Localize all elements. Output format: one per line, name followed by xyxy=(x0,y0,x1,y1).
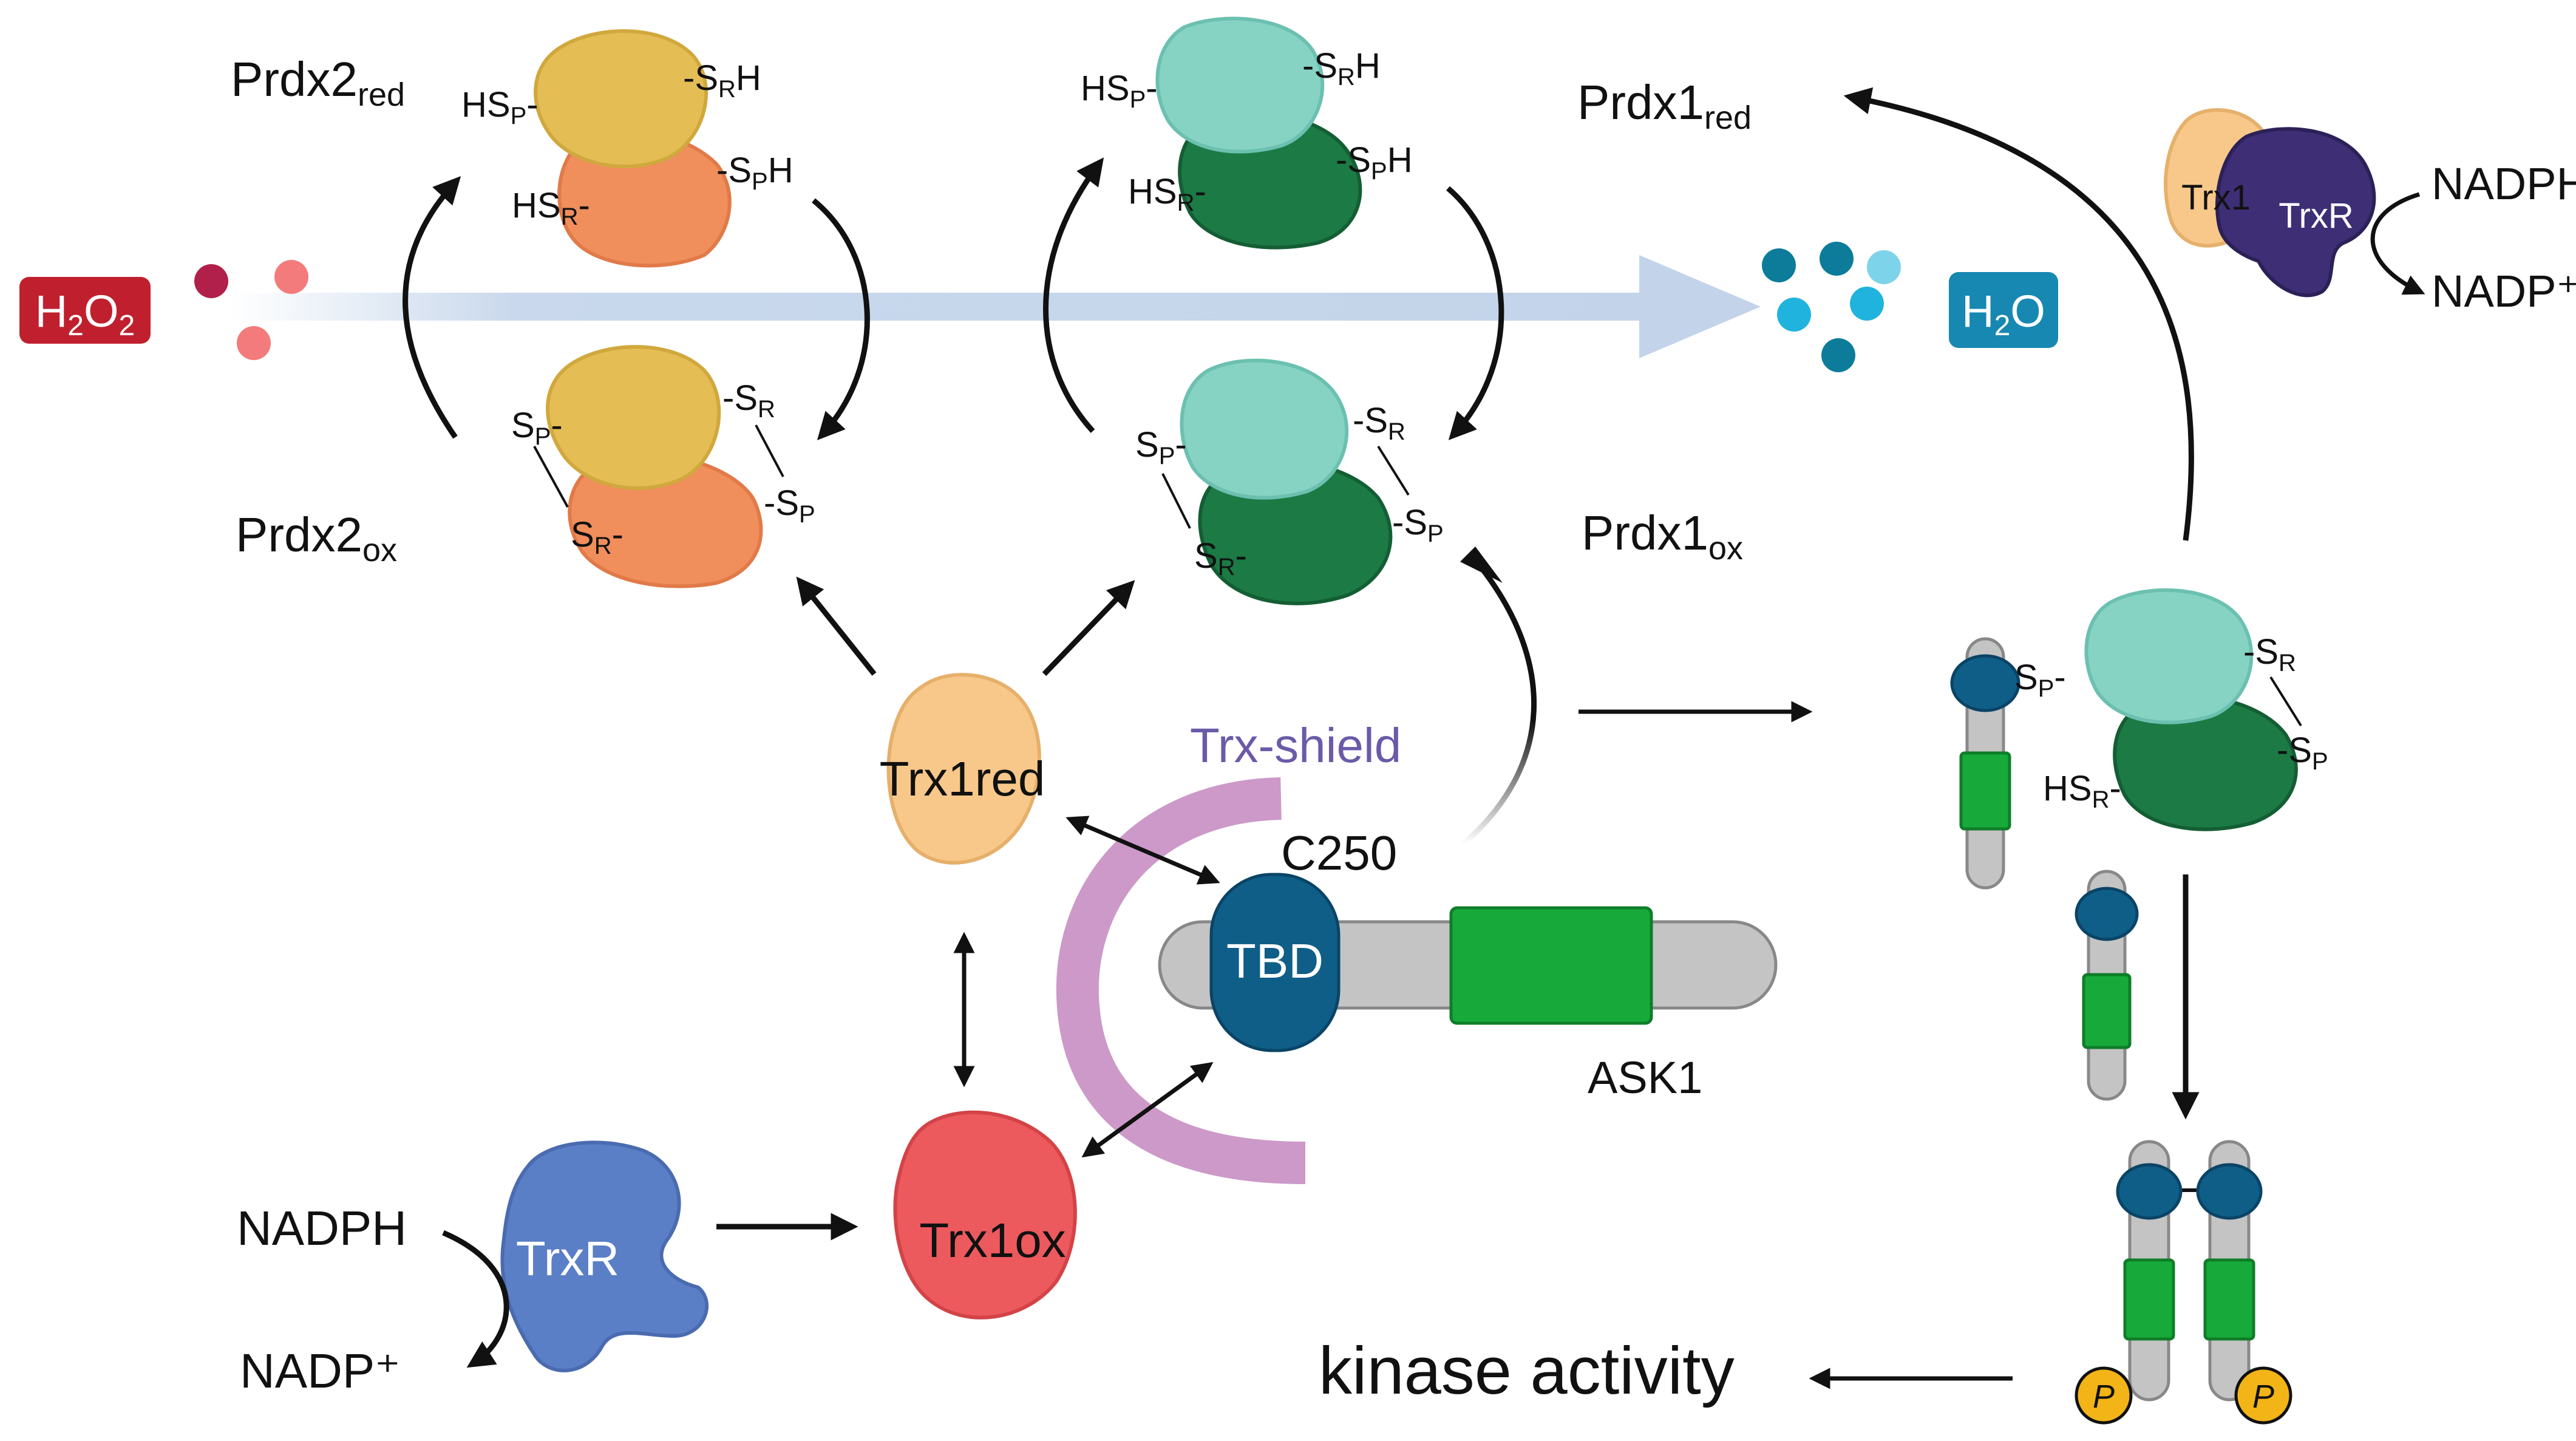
prdx1-ox-cys-sp2: -SP xyxy=(1392,503,1444,547)
trx1red-to-prdx2-arrow xyxy=(796,576,877,676)
trx1ox-tbd-double-arrow xyxy=(1081,1061,1214,1158)
trx1ox-label: Trx1ox xyxy=(919,1213,1066,1267)
prdx2-ox-cys-sp: SP- xyxy=(511,406,563,450)
svg-text:P: P xyxy=(2252,1378,2274,1415)
nadph-top-label: NADPH xyxy=(2432,158,2576,209)
trx1-small-label: Trx1 xyxy=(2181,178,2251,217)
trx1-oxidized-protein xyxy=(893,1110,1077,1320)
prdx1-red-label: Prdx1red xyxy=(1577,75,1752,136)
nadp-top-label: NADP⁺ xyxy=(2432,266,2576,316)
prdx2-ox-cys-sp2: -SP xyxy=(764,483,815,528)
prdx2-ox-label: Prdx2ox xyxy=(236,508,397,568)
trx1-reduced-protein xyxy=(886,673,1041,865)
nadph-bottom-label: NADPH xyxy=(237,1201,407,1255)
ask1-dimer xyxy=(2116,1140,2263,1402)
c250-to-prdx1ox-arrow xyxy=(1461,566,1537,847)
prdx1-ox-label: Prdx1ox xyxy=(1582,506,1743,567)
prdx2-oxidized-protein xyxy=(546,345,763,588)
prdx1-reduced-protein xyxy=(1155,16,1362,250)
peroxide-flow-arrow xyxy=(231,255,1761,358)
h2o2-label: H2O2 xyxy=(35,286,135,342)
complex-disulfide-bond xyxy=(2269,676,2302,727)
h2o2-badge: H2O2 xyxy=(19,277,151,344)
prdx1-red-cys-hsp: HSP- xyxy=(1081,69,1158,113)
ask1-label: ASK1 xyxy=(1588,1052,1702,1103)
prdx1-red-cys-hsr: HSR- xyxy=(1128,172,1206,216)
prdx2-reduction-arrow xyxy=(403,176,461,439)
prdx1-disulfide-bond-right xyxy=(1377,445,1410,496)
kinase-activity-label: kinase activity xyxy=(1319,1334,1735,1408)
nadph-oxidation-arrow-bottom xyxy=(442,1230,509,1368)
prdx2-ox-cys-sr: -SR xyxy=(722,378,775,423)
trxr-label: TrxR xyxy=(516,1231,619,1286)
complex-cys-hsr: HSR- xyxy=(2043,769,2121,813)
prdx2-disulfide-bond-right xyxy=(755,424,784,477)
ask1-monomer-bound xyxy=(1950,637,2020,890)
nadph-oxidation-arrow-top xyxy=(2370,192,2425,295)
prdx2-red-cys-sph: -SPH xyxy=(716,151,794,195)
h2o-badge: H2O xyxy=(1949,272,2058,348)
prdx2-oxidation-arrow xyxy=(812,198,870,440)
trx1red-label: Trx1red xyxy=(880,752,1045,806)
phospho-group-left: P xyxy=(2075,1366,2133,1425)
svg-text:P: P xyxy=(2093,1378,2115,1415)
tbd-label: TBD xyxy=(1226,934,1324,988)
h2o2-molecules xyxy=(194,260,308,360)
ask1-monomer-free xyxy=(2075,870,2139,1101)
prdx1-oxidation-arrow xyxy=(1446,186,1504,440)
trx1red-tbd-double-arrow xyxy=(1065,816,1220,885)
prdx1-red-cys-srh: -SRH xyxy=(1302,46,1381,90)
complex-cys-sp2: -SP xyxy=(2277,731,2328,775)
prdx1-bound-to-ask1 xyxy=(2084,588,2298,831)
trx1-trxr-complex xyxy=(2164,108,2376,298)
prdx1-oxidized-protein xyxy=(1180,358,1393,605)
prdx1-disulfide-bond-left xyxy=(1161,473,1191,529)
prdx2-red-cys-hsr: HSR- xyxy=(512,186,590,230)
prdx1-ox-cys-sr: -SR xyxy=(1353,401,1405,445)
c250-to-prdx1ox-arrowhead xyxy=(1460,547,1503,583)
phospho-group-right: P xyxy=(2234,1366,2292,1425)
prdx2-disulfide-bond-left xyxy=(533,446,569,508)
h2o-label: H2O xyxy=(1962,286,2045,342)
prdx2-reduced-protein xyxy=(534,29,732,268)
ask1-protein xyxy=(1158,873,1778,1052)
h2o-molecules xyxy=(1762,242,1901,372)
nadp-bottom-label: NADP⁺ xyxy=(240,1344,401,1398)
prdx2-red-label: Prdx2red xyxy=(231,52,405,113)
c250-label: C250 xyxy=(1281,826,1397,880)
prdx2-ox-cys-sr2: SR- xyxy=(571,515,624,559)
prdx1-ox-cys-sr2: SR- xyxy=(1194,536,1247,581)
trx-shield-label: Trx-shield xyxy=(1190,718,1401,772)
trx1red-to-prdx1-arrow xyxy=(1042,580,1135,676)
complex-cys-sr: -SR xyxy=(2243,632,2296,676)
complex-to-prdx1red-arrow xyxy=(1843,87,2194,541)
complex-cys-sp: SP- xyxy=(2014,658,2066,702)
prdx1-red-cys-sph: -SPH xyxy=(1336,140,1413,185)
prdx1-reduction-arrow xyxy=(1043,157,1104,434)
prdx2-red-cys-srh: -SRH xyxy=(683,58,761,103)
prdx2-red-cys-hsp: HSP- xyxy=(461,85,539,129)
trxr-small-label: TrxR xyxy=(2279,196,2353,236)
prdx1-ox-cys-sp: SP- xyxy=(1135,425,1187,469)
